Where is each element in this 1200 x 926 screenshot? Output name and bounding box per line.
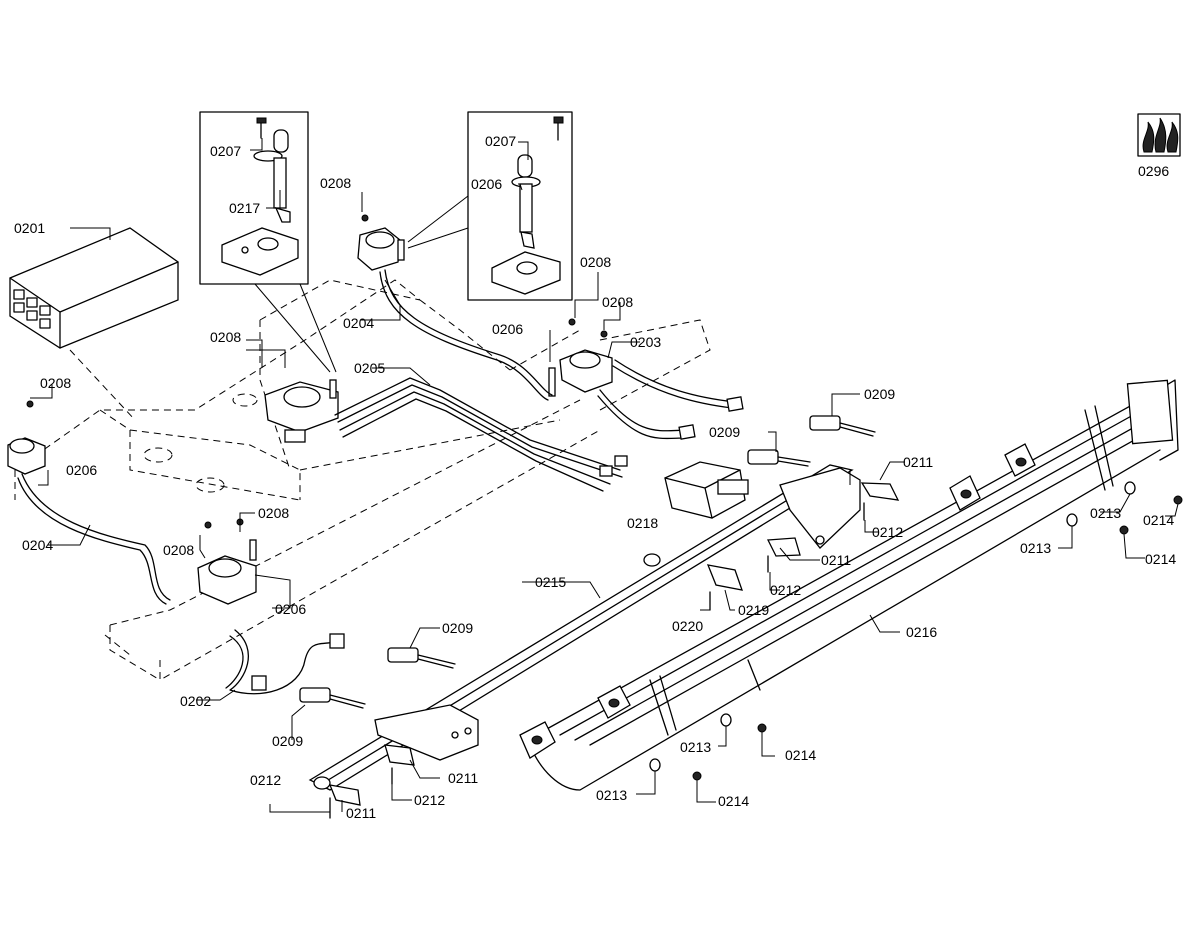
label-0208-top: 0208 bbox=[320, 175, 351, 191]
label-0214-mid: 0214 bbox=[785, 747, 816, 763]
label-0209-mid: 0209 bbox=[709, 424, 740, 440]
label-0212-mid: 0212 bbox=[770, 582, 801, 598]
burner-base-left bbox=[7, 400, 46, 475]
label-0202: 0202 bbox=[180, 693, 211, 709]
manifold-rail-0216 bbox=[519, 379, 1179, 791]
burner-base-mid-right bbox=[548, 318, 613, 397]
label-0218: 0218 bbox=[627, 515, 658, 531]
injectors-0209 bbox=[299, 415, 876, 709]
label-0204-top: 0204 bbox=[343, 315, 374, 331]
label-0219: 0219 bbox=[738, 602, 769, 618]
label-0213-right-low: 0213 bbox=[1020, 540, 1051, 556]
label-0208-right-top: 0208 bbox=[580, 254, 611, 270]
label-0208-mid: 0208 bbox=[210, 329, 241, 345]
label-0211-right: 0211 bbox=[903, 454, 933, 470]
label-0214-right: 0214 bbox=[1143, 512, 1174, 528]
label-0201: 0201 bbox=[14, 220, 45, 236]
label-0217: 0217 bbox=[229, 200, 260, 216]
burner-base-bottom bbox=[197, 518, 257, 605]
label-0205: 0205 bbox=[354, 360, 385, 376]
label-0204-left: 0204 bbox=[22, 537, 53, 553]
frame-outline bbox=[14, 279, 711, 681]
label-0213-mid: 0213 bbox=[680, 739, 711, 755]
label-0208-bottom: 0208 bbox=[163, 542, 194, 558]
label-0207-right: 0207 bbox=[485, 133, 516, 149]
label-0206-left: 0206 bbox=[66, 462, 97, 478]
label-0214-right-low: 0214 bbox=[1145, 551, 1176, 567]
label-0211-bottom: 0211 bbox=[448, 770, 478, 786]
junction-box-0201 bbox=[9, 227, 179, 349]
label-0212-right: 0212 bbox=[872, 524, 903, 540]
burner-base-mid-left bbox=[264, 379, 339, 443]
label-0208-bottom-right: 0208 bbox=[258, 505, 289, 521]
label-0206-right-box: 0206 bbox=[471, 176, 502, 192]
label-0212-bottom-left: 0212 bbox=[250, 772, 281, 788]
label-0206-bottom: 0206 bbox=[275, 601, 306, 617]
label-0211-mid: 0211 bbox=[821, 552, 851, 568]
label-0209-bottom: 0209 bbox=[442, 620, 473, 636]
label-0213-bottom: 0213 bbox=[596, 787, 627, 803]
label-0213-right: 0213 bbox=[1090, 505, 1121, 521]
label-0207-left: 0207 bbox=[210, 143, 241, 159]
label-0214-bottom: 0214 bbox=[718, 793, 749, 809]
label-0211-bottom-left: 0211 bbox=[346, 805, 376, 821]
label-0216: 0216 bbox=[906, 624, 937, 640]
valve-block-0218 bbox=[664, 461, 749, 519]
label-0212-bottom: 0212 bbox=[414, 792, 445, 808]
burner-base-top bbox=[357, 214, 405, 271]
label-0215: 0215 bbox=[535, 574, 566, 590]
label-0206-mid: 0206 bbox=[492, 321, 523, 337]
leader-lines bbox=[30, 138, 1179, 813]
label-0203: 0203 bbox=[630, 334, 661, 350]
gas-tubes bbox=[17, 269, 744, 695]
label-0209-bottom-left: 0209 bbox=[272, 733, 303, 749]
gas-flame-icon bbox=[1137, 113, 1181, 157]
label-0208-left: 0208 bbox=[40, 375, 71, 391]
label-0296: 0296 bbox=[1138, 163, 1169, 179]
label-0208-right: 0208 bbox=[602, 294, 633, 310]
label-0220: 0220 bbox=[672, 618, 703, 634]
detail-box-right bbox=[407, 111, 573, 301]
detail-box-left bbox=[199, 111, 337, 373]
part-labels: 0201 0207 0217 0208 0207 0206 0296 0208 … bbox=[14, 133, 1176, 821]
manifold-rail-0215 bbox=[308, 464, 861, 791]
small-hardware bbox=[328, 481, 1183, 819]
label-0209-top: 0209 bbox=[864, 386, 895, 402]
